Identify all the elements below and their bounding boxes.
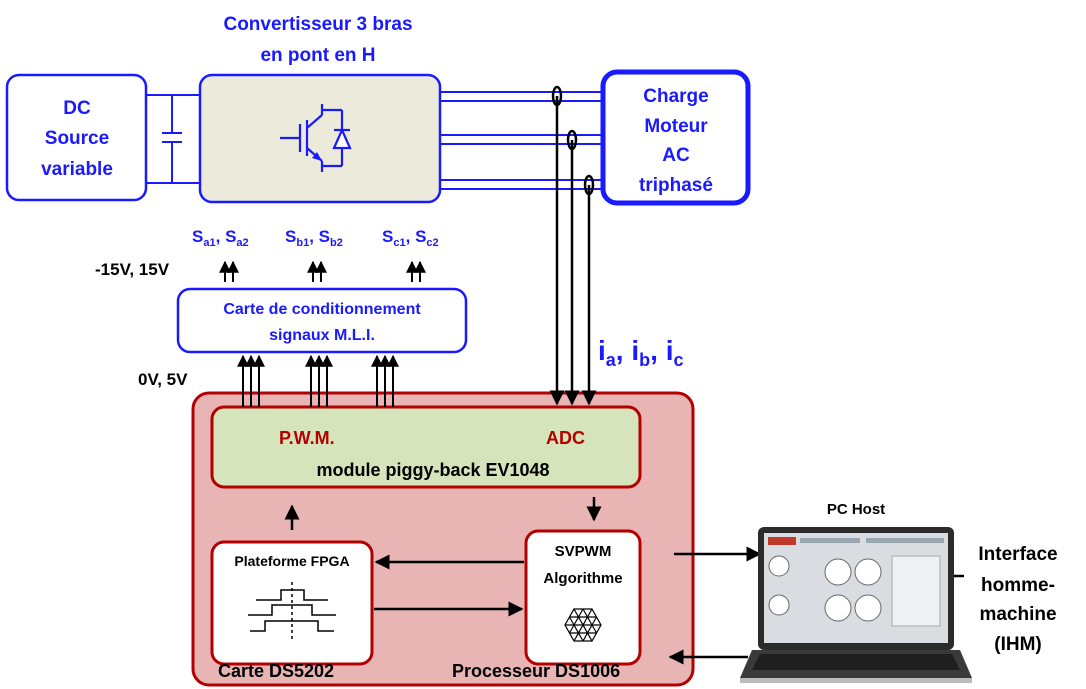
current-sensor-b-icon (566, 129, 578, 151)
fpga-label: Plateforme FPGA (234, 553, 349, 569)
emitter-arrow (312, 152, 322, 161)
gate-signal-arrows (219, 260, 426, 282)
piggyback-label: module piggy-back EV1048 (316, 460, 549, 480)
svpwm-label: SVPWM (555, 543, 612, 560)
algorithme-label: Algorithme (543, 570, 622, 587)
motor-box (600, 69, 751, 206)
dc-source-box (5, 73, 148, 202)
ihm-line1: Interface (978, 544, 1057, 565)
conditioning-line1: Carte de conditionnement (223, 301, 421, 318)
ihm-line4: (IHM) (994, 634, 1041, 655)
switch-labels-a: Sa1, Sa2 (192, 227, 249, 249)
switch-labels-b: Sb1, Sb2 (285, 227, 343, 249)
svpwm-hexagon-icon (564, 608, 602, 642)
variable-label: variable (41, 159, 113, 180)
motor-line1: Charge (643, 86, 708, 107)
piggyback-module (210, 405, 642, 489)
motor-line2: Moteur (644, 116, 708, 137)
pc-host-label: PC Host (827, 501, 885, 518)
adc-label: ADC (546, 428, 585, 448)
ihm-line3: machine (979, 604, 1056, 625)
ds1006-label: Processeur DS1006 (452, 661, 620, 681)
converter-title-line1: Convertisseur 3 bras (223, 14, 412, 35)
converter-box (198, 73, 442, 204)
supply-label: -15V, 15V (95, 260, 170, 279)
logic-level-label: 0V, 5V (138, 370, 188, 389)
ds5202-label: Carte DS5202 (218, 661, 334, 681)
laptop-icon (740, 527, 972, 683)
pwm-label: P.W.M. (279, 428, 335, 448)
phase-lines (440, 91, 602, 190)
dc-bus-capacitor (146, 94, 200, 184)
conditioning-card-box (176, 287, 468, 354)
pwm-waveform-icon (248, 582, 336, 642)
switch-labels-c: Sc1, Sc2 (382, 227, 439, 249)
motor-line3: AC (662, 145, 690, 166)
ihm-line2: homme- (981, 575, 1055, 596)
converter-title-line2: en pont en H (260, 45, 375, 66)
source-label: Source (45, 128, 109, 149)
motor-line4: triphasé (639, 175, 713, 196)
svpwm-box (524, 529, 642, 666)
current-sensor-a-icon (551, 85, 563, 107)
pwm-signal-arrows (237, 354, 399, 407)
current-sensor-c-icon (583, 174, 595, 196)
currents-label: ia, ib, ic (598, 335, 684, 370)
conditioning-line2: signaux M.L.I. (269, 327, 375, 344)
dc-label: DC (63, 98, 91, 119)
